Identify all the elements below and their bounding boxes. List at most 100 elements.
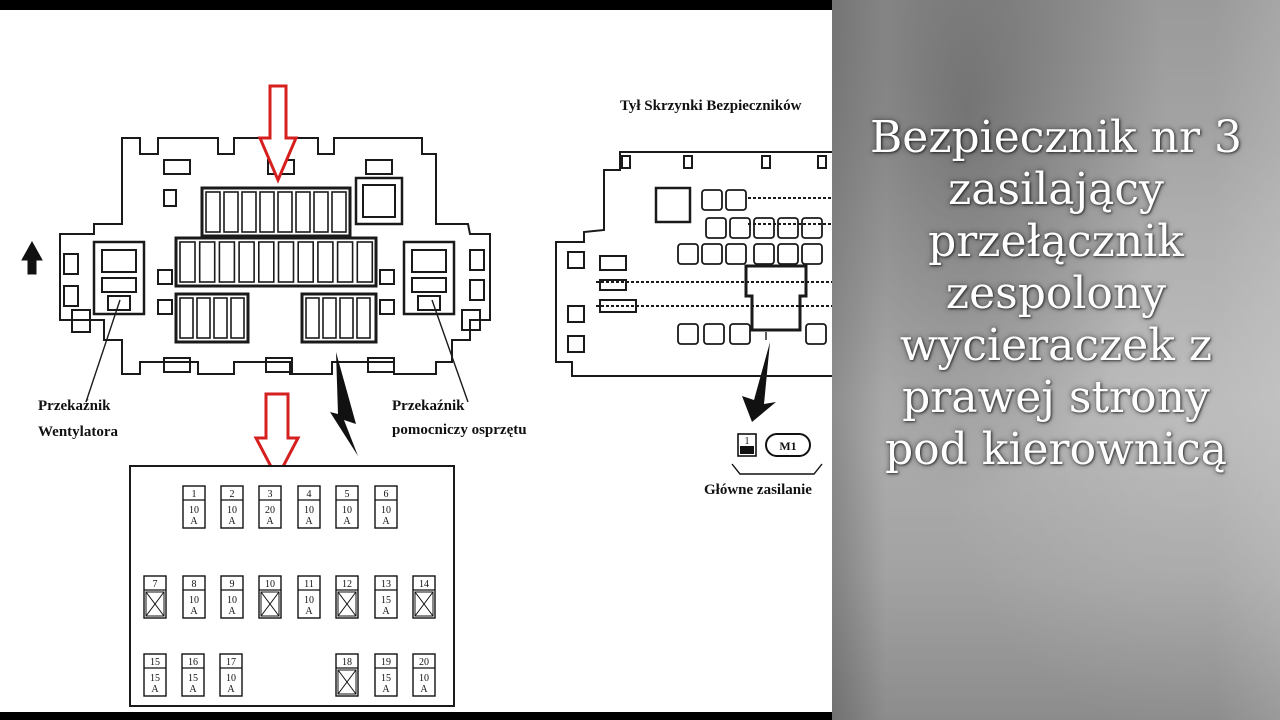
square-socket <box>354 176 404 226</box>
fuse-cell-10: 10 <box>258 575 282 619</box>
main-fuse-holder <box>744 264 808 332</box>
main-power-label: Główne zasilanie <box>704 482 812 498</box>
fuse-slot <box>277 191 293 233</box>
fuse-slot <box>223 191 239 233</box>
fuse-number: 9 <box>230 579 235 590</box>
fuse-box-back-outline <box>555 151 832 377</box>
fuse-unit: A <box>190 516 198 527</box>
fuse-amperage: 10 <box>304 595 314 606</box>
main-fuse-m1 <box>765 433 811 457</box>
fuse-slot <box>179 241 196 283</box>
fuse-slot <box>317 241 334 283</box>
fuse-number: 11 <box>304 579 314 590</box>
fuse-amperage: 15 <box>381 673 391 684</box>
back-fuse-slot <box>725 189 747 211</box>
fuse-unit: A <box>190 606 198 617</box>
fuse-slot <box>322 297 337 339</box>
fuse-number: 16 <box>188 657 198 668</box>
caption-panel: Bezpiecznik nr 3 zasilający przełącznik … <box>832 0 1280 720</box>
fuse-slot <box>356 241 374 283</box>
bottom-clip-2 <box>265 357 293 373</box>
fuse-number: 20 <box>419 657 429 668</box>
fuse-amperage: 10 <box>189 595 199 606</box>
fuse-unit: A <box>382 516 390 527</box>
fuse-group-bottom-left <box>174 292 250 344</box>
fuse-slot <box>277 241 295 283</box>
fuse-cell-17: 17 10A <box>219 653 243 697</box>
back-fuse-slot <box>725 243 747 265</box>
fuse-number: 14 <box>419 579 429 590</box>
fuse-cell-8: 8 10A <box>182 575 206 619</box>
fuse-cell-12: 12 <box>335 575 359 619</box>
fuse-amperage: 15 <box>381 595 391 606</box>
fuse-cell-7: 7 <box>143 575 167 619</box>
fuse-unit: A <box>420 684 428 695</box>
fuse-unit: A <box>228 516 236 527</box>
fuse-slot <box>213 297 228 339</box>
fuse-number: 5 <box>345 489 350 500</box>
fuse-slot <box>297 241 315 283</box>
bottom-clip-3 <box>367 357 395 373</box>
up-arrow-icon <box>21 240 43 275</box>
fuse-number: 10 <box>265 579 275 590</box>
fuse-cell-20: 20 10A <box>412 653 436 697</box>
fuse-slot <box>356 297 371 339</box>
fuse-amperage: 10 <box>227 505 237 516</box>
fuse-number: 8 <box>192 579 197 590</box>
fuse-number: 4 <box>307 489 312 500</box>
fuse-amperage: 10 <box>226 673 236 684</box>
back-fuse-slot <box>701 189 723 211</box>
fuse-number: 19 <box>381 657 391 668</box>
back-fuse-slot <box>777 217 799 239</box>
fuse-amperage: 15 <box>188 673 198 684</box>
fuse-number: 3 <box>268 489 273 500</box>
fuse-slot <box>339 297 354 339</box>
fuse-unit: A <box>343 516 351 527</box>
back-fuse-slot <box>801 217 823 239</box>
fuse-slot <box>259 191 275 233</box>
fuse-number: 17 <box>226 657 236 668</box>
back-fuse-slot <box>805 323 827 345</box>
back-fuse-slot <box>701 243 723 265</box>
back-title: Tył Skrzynki Bezpieczników <box>620 98 802 114</box>
fuse-slot <box>257 241 275 283</box>
fuse-slot <box>313 191 329 233</box>
main-fuse-number: 1 <box>745 436 750 447</box>
highlight-arrow-bottom-icon <box>253 392 301 482</box>
fuse-amperage: 20 <box>265 505 275 516</box>
right-relay-block <box>402 240 456 316</box>
fuse-cell-18: 18 <box>335 653 359 697</box>
fuse-amperage: 10 <box>419 673 429 684</box>
back-fuse-slot <box>801 243 823 265</box>
left-relay-label: Przekaźnik <box>38 398 111 414</box>
main-fuse-code: M1 <box>779 439 796 453</box>
fuse-slot <box>230 297 245 339</box>
back-connector <box>654 186 692 224</box>
fuse-number: 6 <box>384 489 389 500</box>
fuse-unit: A <box>305 516 313 527</box>
fuse-amperage: 10 <box>381 505 391 516</box>
fuse-cell-14: 14 <box>412 575 436 619</box>
fuse-unit: A <box>382 606 390 617</box>
back-fuse-slot <box>703 323 725 345</box>
back-fuse-slot <box>753 217 775 239</box>
left-relay-block <box>92 240 146 316</box>
fuse-slot <box>198 241 216 283</box>
back-fuse-slot <box>677 243 699 265</box>
fuse-slot <box>295 191 311 233</box>
fuse-unit: A <box>227 684 235 695</box>
fuse-slot <box>305 297 320 339</box>
fuse-number: 13 <box>381 579 391 590</box>
fuse-slot <box>336 241 354 283</box>
fuse-number: 15 <box>150 657 160 668</box>
fuse-amperage: 10 <box>227 595 237 606</box>
back-fuse-slot <box>677 323 699 345</box>
back-fuse-slot <box>777 243 799 265</box>
